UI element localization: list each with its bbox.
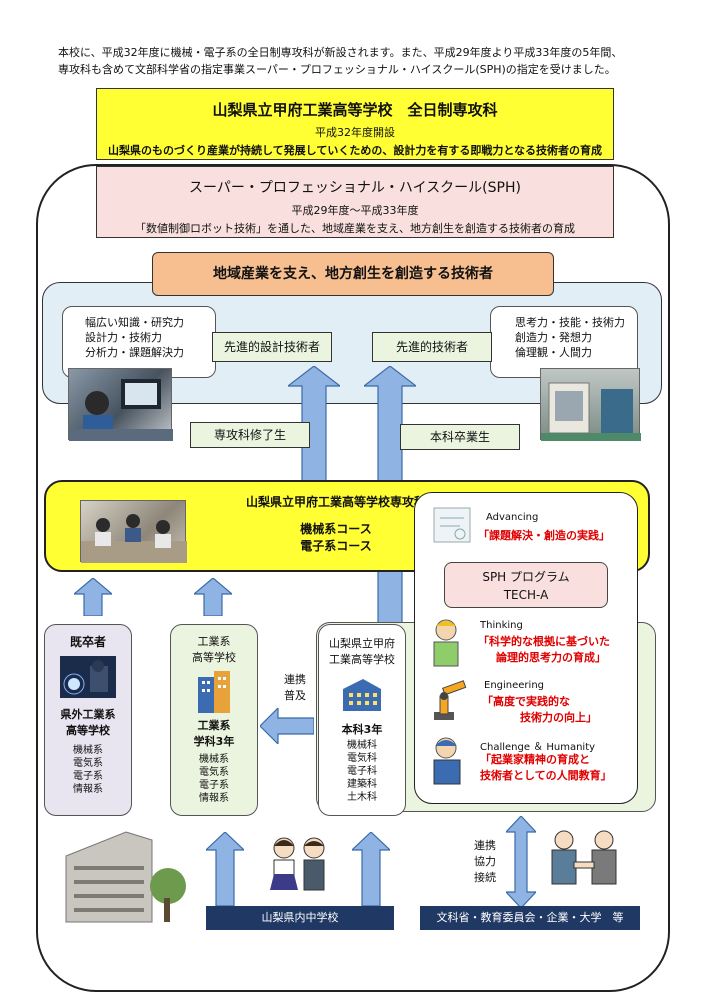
challenge-text-2: 技術者としての人間教育」 <box>480 769 612 782</box>
renkei-fukyu-1: 連携 <box>284 673 306 686</box>
intro-line-2: 専攻科も含めて文部科学省の指定事業スーパー・プロフェッショナル・ハイスクール(S… <box>58 63 616 76</box>
thinking-label: Thinking <box>480 620 523 631</box>
school-campus-photo <box>56 826 190 930</box>
arrow-jhs-to-kofu <box>352 832 390 906</box>
renkei-kyoryoku-label: 連携 協力 接続 <box>470 838 500 886</box>
sph-title: スーパー・プロフェッショナル・ハイスクール(SPH) <box>189 180 521 196</box>
left-skill-2: 設計力・技術力 <box>85 331 162 344</box>
kogyo-dept-1: 機械系 <box>199 754 229 765</box>
students-computer-photo <box>68 368 173 441</box>
thinking-text-1: 「科学的な根拠に基づいた <box>478 635 610 648</box>
engineering-text-1: 「高度で実践的な <box>482 695 570 708</box>
advancing-label: Advancing <box>486 512 539 523</box>
kisotsu-dept-2: 電気系 <box>73 758 103 769</box>
arrow-kofu-to-kogyo <box>260 708 314 744</box>
kogyo-dept-4: 情報系 <box>199 793 229 804</box>
building-icon <box>198 671 230 713</box>
kisotsu-title: 既卒者 <box>69 635 106 649</box>
kisotsu-dept-3: 電子系 <box>73 771 103 782</box>
worker-icon <box>433 737 461 785</box>
tech-a-label: TECH-A <box>503 588 549 602</box>
kisotsu-school-1: 県外工業系 <box>60 708 116 721</box>
senkoka-opened: 平成32年度開設 <box>315 126 395 139</box>
renkei-fukyu-2: 普及 <box>284 689 306 702</box>
welder-icon <box>60 656 116 698</box>
senkoka-title: 山梨県立甲府工業高等学校 全日制専攻科 <box>212 101 498 119</box>
outer-frame <box>36 164 670 992</box>
course-title: 山梨県立甲府工業高等学校専攻科 <box>245 495 426 509</box>
blueprint-icon <box>433 507 471 543</box>
classroom-photo <box>80 500 187 563</box>
senkoka-graduates-box: 専攻科修了生 <box>190 422 310 448</box>
course-mechanical: 機械系コース <box>300 522 372 536</box>
renkei-kyoryoku-3: 接続 <box>474 871 496 884</box>
renkei-kyoryoku-1: 連携 <box>474 839 496 852</box>
kogyo-panel: 工業系 高等学校 工業系 学科3年 機械系 電気系 電子系 情報系 <box>170 624 258 816</box>
sph-program-badge: SPH プログラム TECH-A <box>444 562 608 608</box>
left-skill-3: 分析力・課題解決力 <box>85 346 184 359</box>
kofu-dept-4: 建築科 <box>347 779 377 790</box>
kogyo-sub-2: 学科3年 <box>193 735 235 748</box>
arrow-jhs-to-kogyo <box>206 832 244 906</box>
kofu-dept-1: 機械科 <box>347 740 377 751</box>
kogyo-dept-3: 電子系 <box>199 780 229 791</box>
school-building-icon <box>343 679 381 711</box>
top-goal-box: 地域産業を支え、地方創生を創造する技術者 <box>152 252 554 296</box>
kisotsu-panel: 既卒者 県外工業系 高等学校 機械系 電気系 電子系 情報系 <box>44 624 132 816</box>
thinking-text-2: 論理的思考力の育成」 <box>496 651 606 664</box>
arrow-kisotsu-up <box>74 578 112 616</box>
sph-box: スーパー・プロフェッショナル・ハイスクール(SPH) 平成29年度～平成33年度… <box>96 166 614 238</box>
kogyo-sub-1: 工業系 <box>197 719 231 732</box>
students-illustration-icon <box>270 837 325 891</box>
left-skills-box: 幅広い知識・研究力 設計力・技術力 分析力・課題解決力 <box>62 306 216 378</box>
sph-period: 平成29年度～平成33年度 <box>291 204 419 217</box>
kofu-panel: 山梨県立甲府 工業高等学校 本科3年 機械科 電気科 電子科 建築科 土木科 <box>318 624 406 816</box>
kofu-title-2: 工業高等学校 <box>329 653 395 666</box>
right-skill-3: 倫理観・人間力 <box>515 346 592 359</box>
engineering-label: Engineering <box>484 680 544 691</box>
advanced-engineer-box: 先進的技術者 <box>372 332 492 362</box>
renkei-kyoryoku-2: 協力 <box>474 855 496 868</box>
left-skill-1: 幅広い知識・研究力 <box>85 316 184 329</box>
handshake-icon <box>551 830 617 885</box>
intro-line-1: 本校に、平成32年度に機械・電子系の全日制専攻科が新設されます。また、平成29年… <box>58 46 623 59</box>
kogyo-title-1: 工業系 <box>197 635 231 648</box>
robot-arm-icon <box>434 680 467 720</box>
arrow-kogyo-up <box>194 578 232 616</box>
factory-machine-photo <box>540 368 641 441</box>
renkei-fukyu-label: 連携 普及 <box>280 672 310 704</box>
right-skill-1: 思考力・技能・技術力 <box>515 316 625 329</box>
kisotsu-dept-4: 情報系 <box>73 784 103 795</box>
kofu-dept-2: 電気科 <box>347 753 377 764</box>
double-arrow-vertical <box>506 816 536 908</box>
arrow-senkoka-to-design <box>288 366 340 482</box>
kisotsu-school-2: 高等学校 <box>66 724 110 737</box>
honka-graduates-box: 本科卒業生 <box>400 424 520 450</box>
kogyo-dept-2: 電気系 <box>199 767 229 778</box>
kofu-title-1: 山梨県立甲府 <box>329 637 395 650</box>
partners-label: 文科省・教育委員会・企業・大学 等 <box>420 906 640 930</box>
thinking-person-icon <box>433 619 459 667</box>
kofu-sub: 本科3年 <box>341 723 383 736</box>
kogyo-title-2: 高等学校 <box>192 651 236 664</box>
challenge-label: Challenge ＆ Humanity <box>480 742 596 753</box>
engineering-text-2: 技術力の向上」 <box>520 711 597 724</box>
intro-text: 本校に、平成32年度に機械・電子系の全日制専攻科が新設されます。また、平成29年… <box>58 44 688 78</box>
course-text: 山梨県立甲府工業高等学校専攻科 機械系コース 電子系コース <box>196 494 476 555</box>
challenge-text-1: 「起業家精神の育成と <box>480 753 590 766</box>
kofu-dept-5: 土木科 <box>347 792 377 803</box>
kisotsu-dept-1: 機械系 <box>73 745 103 756</box>
right-skills-box: 思考力・技能・技術力 創造力・発想力 倫理観・人間力 <box>490 306 638 378</box>
advancing-text: 「課題解決・創造の実践」 <box>478 529 610 542</box>
sph-program-label: SPH プログラム <box>482 570 570 584</box>
advanced-design-engineer-box: 先進的設計技術者 <box>212 332 332 362</box>
kofu-dept-3: 電子科 <box>347 766 377 777</box>
senkoka-box: 山梨県立甲府工業高等学校 全日制専攻科 平成32年度開設 山梨県のものづくり産業… <box>96 88 614 160</box>
course-electronic: 電子系コース <box>300 539 372 553</box>
senkoka-goal: 山梨県のものづくり産業が持続して発展していくための、設計力を有する即戦力となる技… <box>107 144 602 157</box>
sph-goal: 「数値制御ロボット技術」を通した、地域産業を支え、地方創生を創造する技術者の育成 <box>135 222 575 235</box>
right-skill-2: 創造力・発想力 <box>515 331 592 344</box>
jhs-label: 山梨県内中学校 <box>206 906 394 930</box>
